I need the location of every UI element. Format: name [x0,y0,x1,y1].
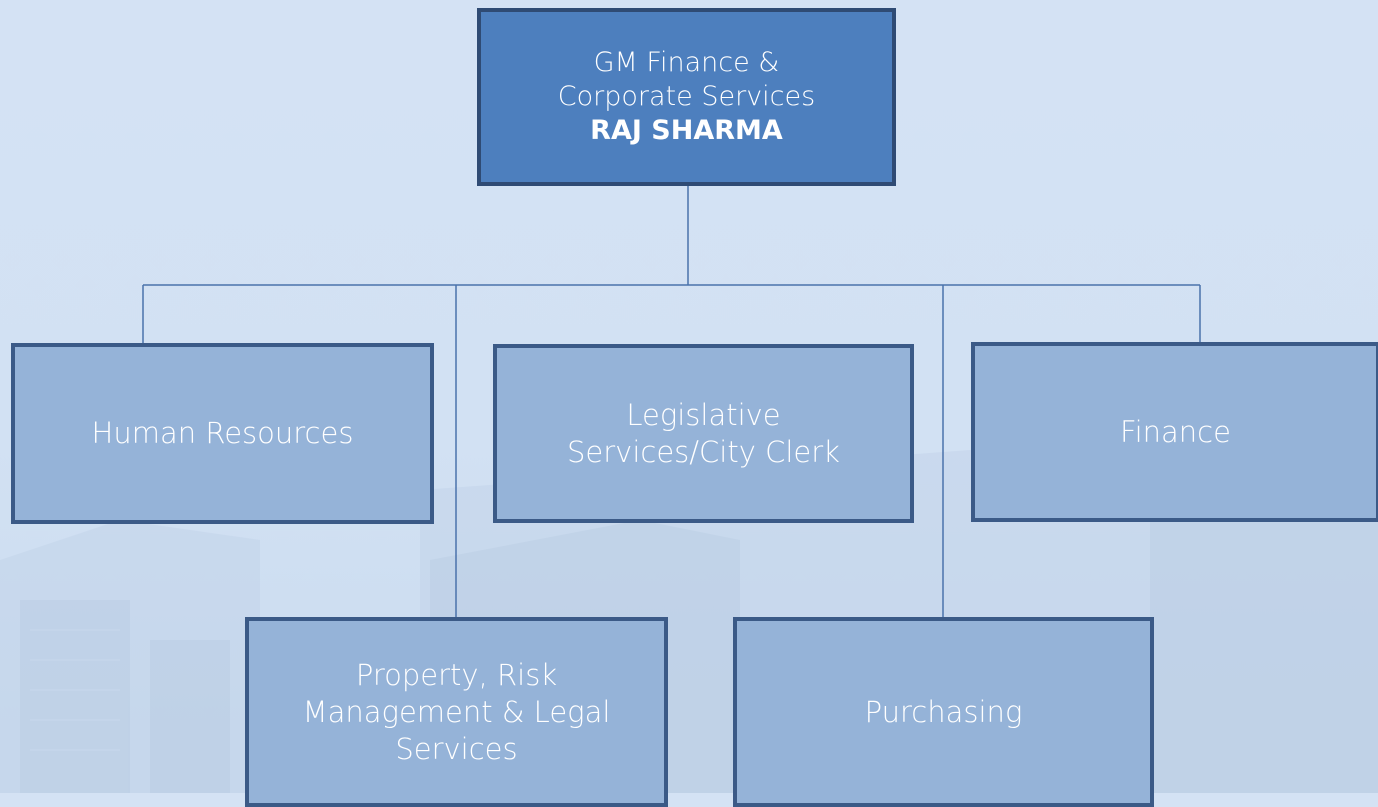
top-title-line2: Corporate Services [557,81,816,112]
box-property-line1: Property, Risk [355,657,558,692]
top-box-gm-finance: GM Finance & Corporate Services RAJ SHAR… [477,8,896,186]
box-human-resources: Human Resources [11,343,434,524]
box-property-line2: Management & Legal [302,694,611,729]
box-legislative-line2: Services/City Clerk [567,434,840,469]
top-person-name: RAJ SHARMA [590,115,783,146]
box-finance: Finance [971,342,1378,522]
box-purchasing: Purchasing [733,617,1154,807]
box-legislative-services: Legislative Services/City Clerk [493,344,914,523]
box-legislative-line1: Legislative [626,397,781,432]
box-human-resources-label: Human Resources [91,416,354,450]
box-property-line3: Services [395,731,518,766]
top-title-line1: GM Finance & [593,47,780,78]
box-purchasing-label: Purchasing [864,694,1023,729]
box-finance-label: Finance [1120,414,1231,449]
box-property-risk-legal: Property, Risk Management & Legal Servic… [245,617,668,807]
